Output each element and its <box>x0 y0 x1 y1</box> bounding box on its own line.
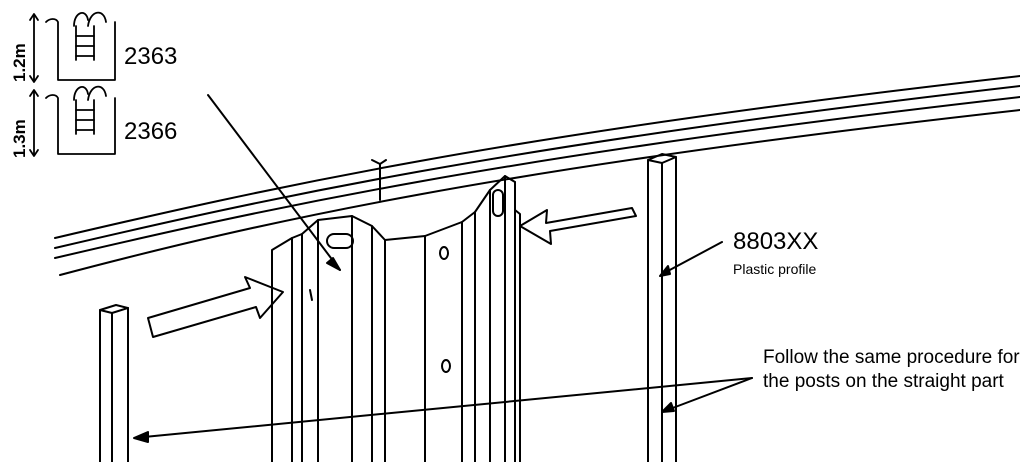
pool-top-rail <box>54 75 1020 276</box>
procedure-note: Follow the same procedure for the posts … <box>763 347 1020 392</box>
upright-post <box>271 175 521 462</box>
right-plastic-profile <box>647 153 677 462</box>
insert-arrow-left <box>147 276 284 338</box>
pool-ladder-icon <box>29 11 116 83</box>
leader-lines <box>133 94 753 443</box>
pool-ladder-icon <box>29 85 116 157</box>
part-description: Plastic profile <box>733 261 817 277</box>
model-height-label: 1.2m <box>10 43 29 82</box>
part-code: 8803XX <box>733 228 819 255</box>
model-code: 2366 <box>124 118 178 145</box>
left-plastic-profile <box>99 304 129 462</box>
model-height-label: 1.3m <box>10 119 29 158</box>
model-code: 2363 <box>124 43 178 70</box>
insert-arrow-right <box>519 207 637 245</box>
